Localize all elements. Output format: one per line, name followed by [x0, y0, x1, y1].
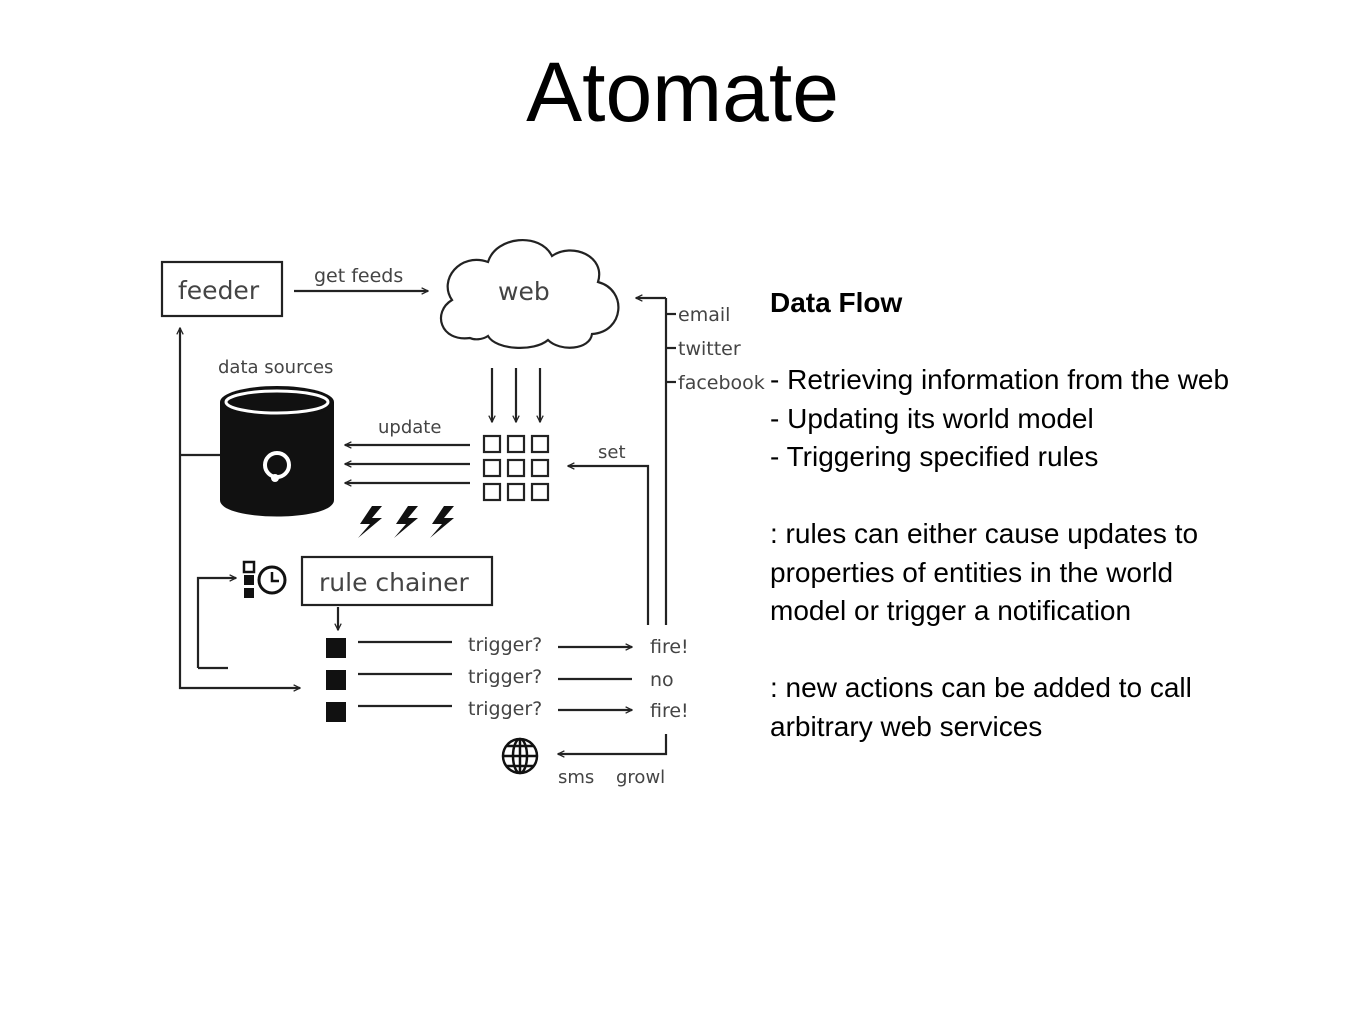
growl-label: growl — [616, 767, 665, 788]
rule-chainer-box — [300, 555, 494, 607]
facebook-label: facebook — [678, 372, 765, 394]
feeder-box — [160, 260, 284, 318]
update-label: update — [378, 417, 441, 438]
note-2-line-2: arbitrary web services — [770, 710, 1043, 742]
notes-heading: Data Flow — [770, 287, 903, 318]
bullet-3: - Triggering specified rules — [770, 441, 1099, 472]
web-cloud — [439, 239, 620, 349]
lightning-icon — [358, 506, 454, 538]
trigger-square-1 — [326, 638, 346, 658]
feeder-label: feeder — [178, 276, 260, 305]
bullet-1: - Retrieving information from the web — [770, 364, 1230, 395]
trigger-square-2 — [326, 670, 346, 690]
database-icon — [220, 386, 334, 517]
email-label: email — [678, 304, 730, 326]
bullet-2: - Updating its world model — [770, 402, 1094, 434]
note-1-line-1: : rules can either cause updates to — [770, 518, 1199, 549]
globe-icon — [501, 737, 539, 775]
trigger-label-2: trigger? — [468, 666, 542, 688]
trigger-result-2: no — [650, 669, 674, 691]
data-sources-label: data sources — [218, 357, 333, 378]
set-label: set — [598, 442, 626, 463]
sms-label: sms — [558, 767, 594, 788]
trigger-result-3: fire! — [650, 700, 689, 722]
twitter-label: twitter — [678, 338, 741, 360]
rule-chainer-label: rule chainer — [319, 568, 469, 597]
trigger-label-3: trigger? — [468, 698, 542, 720]
slide-title: Atomate — [526, 45, 839, 139]
note-1-line-3: model or trigger a notification — [770, 595, 1132, 626]
notes-panel: Data Flow - Retrieving information from … — [770, 284, 1330, 746]
trigger-square-3 — [326, 702, 346, 722]
trigger-label-1: trigger? — [468, 634, 542, 656]
note-1-line-2: properties of entities in the world — [770, 556, 1174, 588]
world-model-grid — [482, 434, 550, 502]
web-label: web — [498, 277, 550, 306]
trigger-result-1: fire! — [650, 636, 689, 658]
note-2-line-1: : new actions can be added to call — [770, 672, 1192, 703]
clock-icon — [242, 560, 287, 598]
get-feeds-label: get feeds — [314, 265, 403, 287]
atomate-diagram: feeder get feeds web email twitter faceb… — [160, 239, 765, 788]
